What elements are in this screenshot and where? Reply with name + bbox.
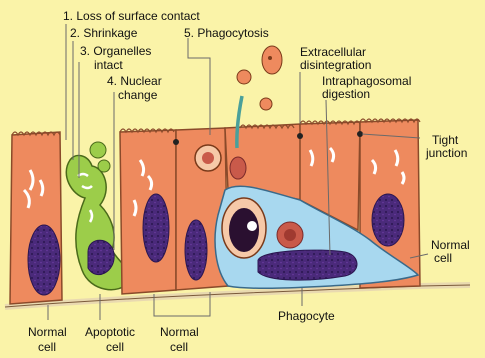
- label-intraphagosomal-line1: Intraphagosomal: [322, 74, 411, 88]
- label-shrinkage: 2. Shrinkage: [70, 26, 138, 40]
- phagocyte-nucleus: [258, 250, 357, 280]
- apoptotic-cell: [66, 142, 128, 290]
- label-organelles-line2: intact: [94, 58, 123, 72]
- label-loss-of-surface-contact: 1. Loss of surface contact: [63, 9, 200, 23]
- label-normal-cell-mid-line1: Normal: [160, 325, 199, 339]
- label-normal-cell-right-line1: Normal: [431, 238, 470, 252]
- nucleus: [372, 194, 404, 246]
- label-tight-junction-line2: junction: [425, 146, 467, 160]
- nucleus: [143, 194, 169, 262]
- label-apoptotic-cell-line1: Apoptotic: [85, 325, 135, 339]
- engulfed-apoptotic-body: [222, 198, 266, 258]
- label-organelles-line1: 3. Organelles: [80, 44, 151, 58]
- label-normal-cell-right-line2: cell: [434, 251, 452, 265]
- label-normal-cell-left-line1: Normal: [28, 325, 67, 339]
- nucleus: [185, 220, 207, 280]
- label-phagocyte: Phagocyte: [278, 309, 335, 323]
- basement-membrane: [5, 285, 470, 307]
- label-extracellular-line2: disintegration: [300, 58, 371, 72]
- label-phagocytosis: 5. Phagocytosis: [184, 26, 269, 40]
- nucleus: [28, 225, 60, 295]
- label-nuclear-change-line2: change: [118, 88, 158, 102]
- normal-cell-middle-1: [120, 129, 176, 294]
- label-nuclear-change-line1: 4. Nuclear: [107, 74, 162, 88]
- label-tight-junction-line1: Tight: [432, 133, 459, 147]
- normal-cell-left: [10, 132, 62, 304]
- label-normal-cell-mid-line2: cell: [170, 340, 188, 354]
- label-apoptotic-cell-line2: cell: [106, 340, 124, 354]
- label-extracellular-line1: Extracellular: [300, 45, 366, 59]
- label-normal-cell-left-line2: cell: [38, 340, 56, 354]
- label-intraphagosomal-line2: digestion: [322, 87, 370, 101]
